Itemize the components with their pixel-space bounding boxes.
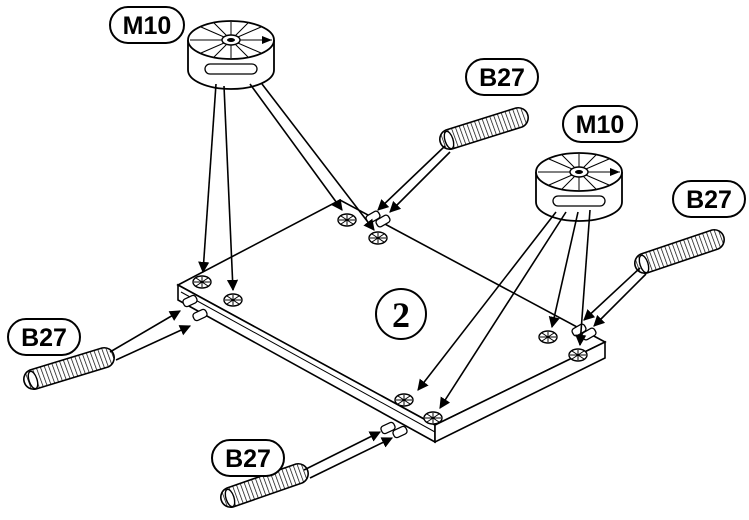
cam-hole — [538, 330, 558, 344]
dowel-stubs — [182, 210, 597, 439]
label-cam-top-text: M10 — [123, 12, 172, 40]
label-cam-top: M10 — [109, 6, 185, 44]
dowel-left — [23, 346, 115, 391]
cam-lock-top — [187, 20, 275, 90]
cam-lock-right — [535, 152, 623, 222]
step-number-badge: 2 — [375, 288, 427, 340]
cam-hole — [568, 348, 588, 362]
dowel-top — [439, 106, 529, 151]
label-dowel-bottom: B27 — [211, 439, 285, 477]
label-dowel-right-text: B27 — [686, 186, 732, 214]
label-dowel-left-text: B27 — [21, 324, 67, 352]
label-dowel-left: B27 — [7, 318, 81, 356]
assembly-arrows — [109, 83, 647, 479]
cam-holes — [192, 213, 588, 425]
label-dowel-right: B27 — [672, 180, 746, 218]
cam-hole — [223, 293, 243, 307]
cam-hole — [368, 231, 388, 245]
label-cam-right: M10 — [562, 105, 638, 143]
label-dowel-top-text: B27 — [479, 64, 525, 92]
cam-hole — [337, 213, 357, 227]
label-dowel-bottom-text: B27 — [225, 445, 271, 473]
board-right-edge — [434, 340, 606, 444]
cam-hole — [394, 393, 414, 407]
label-cam-right-text: M10 — [576, 111, 625, 139]
label-dowel-top: B27 — [465, 58, 539, 96]
cam-hole — [192, 275, 212, 289]
dowel-bottom — [220, 462, 309, 509]
dowel-right — [634, 228, 725, 275]
step-number: 2 — [392, 295, 410, 335]
cam-hole — [423, 411, 443, 425]
